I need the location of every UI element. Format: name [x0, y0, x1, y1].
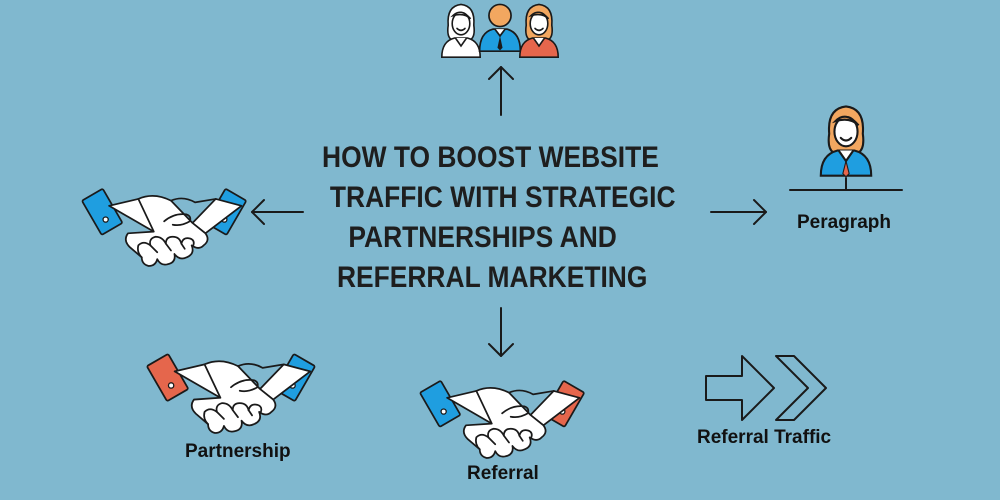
label-peragraph: Peragraph — [797, 212, 891, 233]
title-line-4: REFERRAL MARKETING — [336, 261, 648, 294]
label-partnership: Partnership — [185, 441, 291, 462]
label-referral-traffic: Referral Traffic — [697, 427, 832, 448]
arrow-right-icon — [710, 199, 767, 225]
arrow-down-icon — [488, 307, 514, 357]
double-chevron-right-icon — [705, 355, 827, 421]
label-referral: Referral — [467, 463, 539, 484]
handshake-icon-referral — [419, 380, 585, 459]
handshake-icon-partnership — [146, 353, 316, 434]
businesswoman-icon — [789, 105, 903, 191]
title-line-3: PARTNERSHIPS AND — [348, 221, 617, 254]
arrow-left-icon — [251, 199, 304, 225]
handshake-icon-left — [81, 188, 247, 267]
title-line-2: TRAFFIC WITH STRATEGIC — [329, 181, 676, 214]
title-line-1: HOW TO BOOST WEBSITE — [322, 141, 659, 174]
people-group-icon — [440, 3, 560, 59]
page-title: HOW TO BOOST WEBSITE TRAFFIC WITH STRATE… — [300, 138, 676, 298]
arrow-up-icon — [488, 66, 514, 116]
